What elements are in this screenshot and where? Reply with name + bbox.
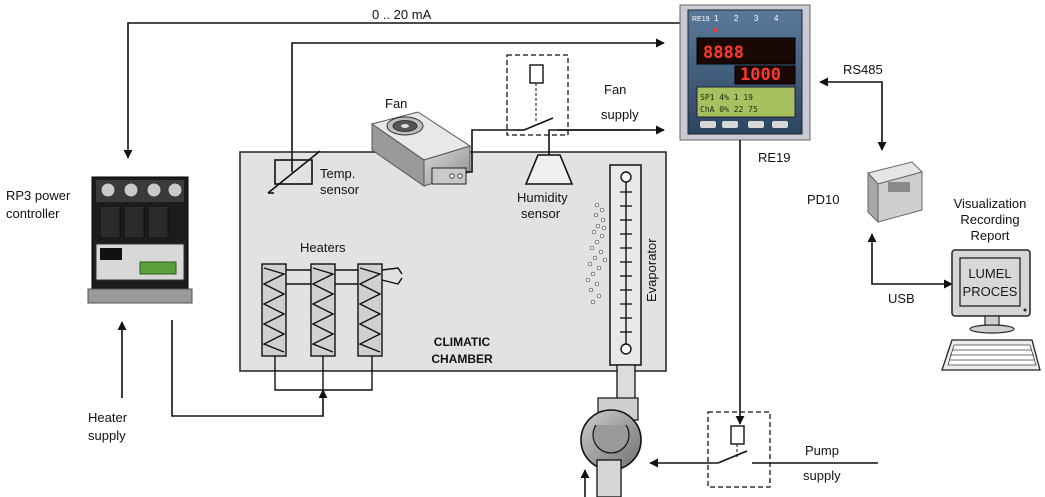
- heater-power-line: [171, 320, 328, 417]
- current-signal-label: 0 .. 20 mA: [372, 7, 432, 22]
- heater-supply-label-line1: Heater: [88, 410, 128, 425]
- re19-controller: RE19 1 2 3 4 8888 1000 SP1 4% 1 19 ChA 0…: [679, 4, 811, 141]
- pd10-converter: [867, 161, 923, 224]
- humidity-sensor-icon: [524, 154, 574, 185]
- re19-channel-1: 1: [714, 14, 719, 23]
- fan-label: Fan: [385, 96, 407, 111]
- pd10-label: PD10: [807, 192, 840, 207]
- report-label: Report: [970, 228, 1009, 243]
- humidity-sensor-label-line1: Humidity: [517, 190, 568, 205]
- temp-sensor-icon: [267, 150, 321, 194]
- current-signal-line: [123, 22, 680, 159]
- temp-sensor-label-line1: Temp.: [320, 166, 355, 181]
- chamber-label-line2: CHAMBER: [431, 352, 493, 366]
- rp3-label-line2: controller: [6, 206, 60, 221]
- re19-channel-3: 3: [754, 14, 759, 23]
- pump-supply-label-line1: Pump: [805, 443, 839, 458]
- re19-channel-4: 4: [774, 14, 779, 23]
- heaters-label: Heaters: [300, 240, 346, 255]
- evaporator-ticks: [620, 191, 632, 333]
- screen-label-line2: PROCES: [963, 284, 1018, 299]
- humidity-sensor-label-line2: sensor: [521, 206, 561, 221]
- pump-icon: [580, 364, 642, 497]
- usb-label: USB: [888, 291, 915, 306]
- chamber-label-line1: CLIMATIC: [434, 335, 491, 349]
- temp-sensor-label-line2: sensor: [320, 182, 360, 197]
- heater-supply-label-line2: supply: [88, 428, 126, 443]
- heaters-icon: [261, 263, 403, 391]
- re19-lcd-line1: SP1 4% 1 19: [700, 93, 753, 102]
- usb-link: [867, 233, 953, 289]
- screen-label-line1: LUMEL: [968, 266, 1011, 281]
- recording-label: Recording: [960, 212, 1019, 227]
- re19-label: RE19: [758, 150, 791, 165]
- rs485-link: [819, 77, 887, 151]
- re19-lcd-line2: ChA 0% 22 75: [700, 105, 758, 114]
- fan-supply-label-line1: Fan: [604, 82, 626, 97]
- rs485-label: RS485: [843, 62, 883, 77]
- re19-display-bottom: 1000: [740, 65, 781, 85]
- evaporator: [609, 164, 642, 366]
- re19-channel-2: 2: [734, 14, 739, 23]
- fan-icon: [370, 111, 472, 187]
- computer-icon: [941, 249, 1041, 371]
- fan-supply-label-line2: supply: [601, 107, 639, 122]
- re19-display-top: 8888: [703, 43, 744, 63]
- visualization-label: Visualization: [954, 196, 1027, 211]
- re19-brand-label: RE19: [692, 16, 710, 23]
- rp3-power-controller: [87, 176, 193, 304]
- fan-wire: [466, 129, 516, 173]
- water-droplets: [585, 202, 608, 305]
- pump-supply-label-line2: supply: [803, 468, 841, 483]
- temp-sensor-line: [291, 38, 665, 172]
- evaporator-label: Evaporator: [644, 238, 659, 302]
- rp3-label-line1: RP3 power: [6, 188, 71, 203]
- pump-relay: [707, 411, 878, 488]
- fan-relay: [506, 54, 640, 136]
